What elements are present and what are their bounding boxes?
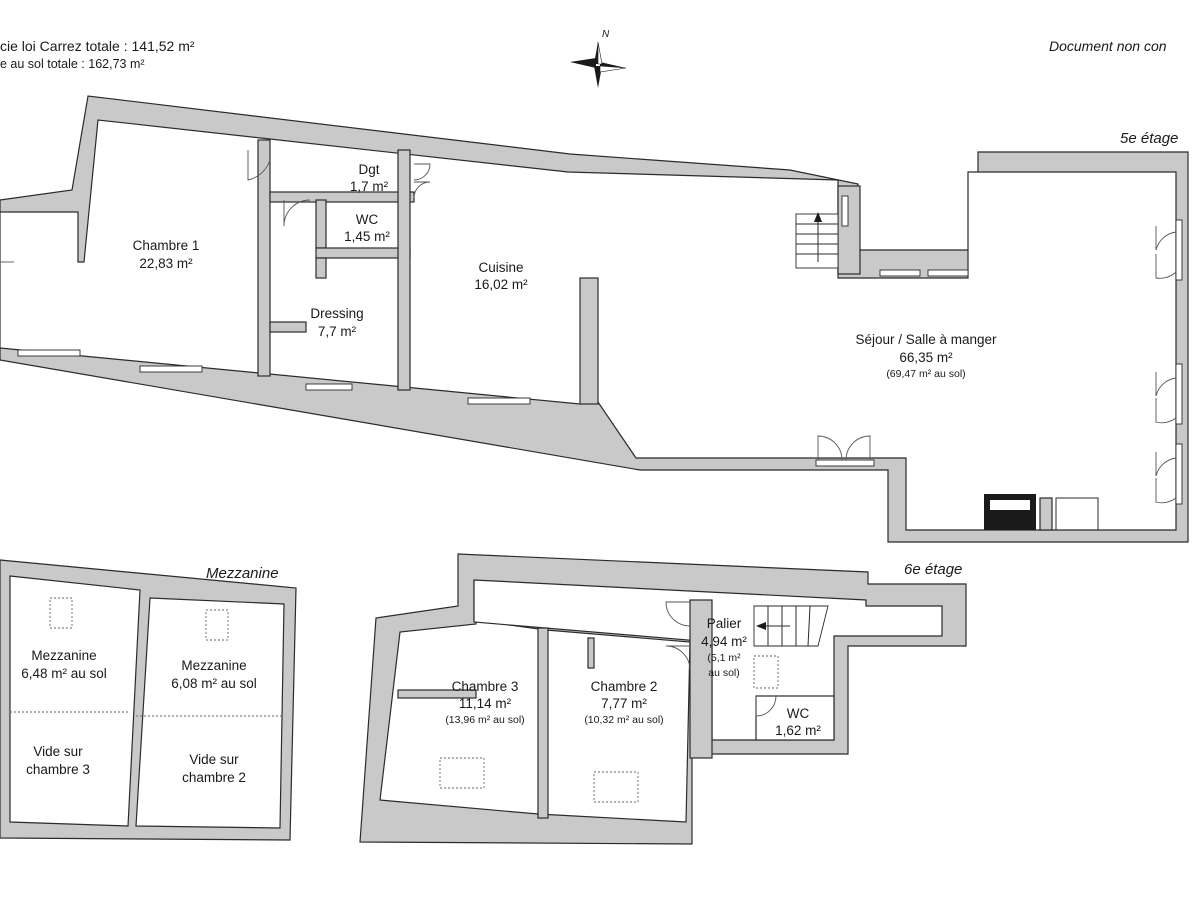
north-compass-icon: N (570, 29, 627, 88)
door (247, 150, 271, 181)
door (413, 163, 431, 181)
room-name-dressing: Dressing (310, 306, 363, 321)
room-area-chambre1: 22,83 m² (139, 256, 193, 271)
cupboard-5 (1055, 497, 1099, 531)
window (1175, 219, 1183, 281)
room-area-chambre2: 7,77 m² (601, 696, 647, 711)
door (1155, 254, 1177, 279)
room-name-sejour: Séjour / Salle à manger (855, 332, 997, 347)
window (305, 383, 353, 391)
mezz-left-room (9, 575, 141, 827)
door (755, 695, 777, 717)
door (817, 435, 843, 461)
floor-label-mezzanine: Mezzanine (206, 565, 279, 582)
window (1175, 363, 1183, 425)
vide-2-line1: Vide sur (189, 752, 239, 767)
wall-cuisine-pillar (579, 277, 599, 405)
wall-dressing-right (397, 149, 411, 391)
wall-wc-left (315, 199, 327, 249)
window (841, 195, 849, 227)
window (927, 269, 969, 277)
mezz-right-room (135, 597, 285, 829)
wall-dgt-bottom (269, 191, 415, 203)
room-area-cuisine: 16,02 m² (474, 277, 528, 292)
door (1155, 398, 1177, 424)
room-name-mezz-left: Mezzanine (31, 648, 96, 663)
window (879, 269, 921, 277)
room-area-mezz-right: 6,08 m² au sol (171, 676, 257, 691)
door (845, 435, 871, 461)
room-name-palier: Palier (707, 616, 742, 631)
sol-total: e au sol totale : 162,73 m² (0, 57, 145, 71)
vide-3-line1: Vide sur (33, 744, 83, 759)
wall-ch2-stub (587, 637, 595, 669)
room-name-cuisine: Cuisine (478, 260, 523, 275)
room-area-wc5: 1,45 m² (344, 229, 390, 244)
room-name-chambre3: Chambre 3 (452, 679, 519, 694)
room-name-wc6: WC (787, 706, 810, 721)
wall-palier (689, 599, 713, 759)
room-area-dgt: 1,7 m² (350, 179, 389, 194)
wall-dressing-left (269, 321, 307, 333)
skylight (49, 597, 73, 629)
door (665, 601, 691, 627)
disclaimer: Document non con (1049, 38, 1167, 54)
wall-wc-bottom (315, 247, 411, 259)
chambre2-room (537, 629, 691, 823)
north-label: N (602, 29, 610, 40)
wall-ch3-ch2 (537, 627, 549, 819)
room-name-dgt: Dgt (358, 162, 379, 177)
room-area-mezz-left: 6,48 m² au sol (21, 666, 107, 681)
window (139, 365, 203, 373)
door (1155, 452, 1177, 477)
vide-2-line2: chambre 2 (182, 770, 246, 785)
door (1155, 372, 1177, 397)
room-name-chambre1: Chambre 1 (133, 238, 200, 253)
door (1155, 478, 1177, 504)
stairs-5 (795, 212, 839, 269)
door (283, 199, 311, 227)
door (1155, 226, 1177, 251)
wall-dressing-top (315, 257, 327, 279)
door (665, 645, 691, 671)
skylight (439, 757, 485, 789)
room-sol-palier-1: (5,1 m² (707, 652, 741, 664)
window (17, 349, 81, 357)
window (815, 459, 875, 467)
room-name-mezz-right: Mezzanine (181, 658, 246, 673)
window (467, 397, 531, 405)
room-name-chambre2: Chambre 2 (591, 679, 658, 694)
floor-label-5: 5e étage (1120, 130, 1178, 147)
vide-3-line2: chambre 3 (26, 762, 90, 777)
room-area-dressing: 7,7 m² (318, 324, 357, 339)
carrez-total: cie loi Carrez totale : 141,52 m² (0, 38, 195, 54)
room-sol-palier-2: au sol) (708, 667, 740, 679)
wall-ch1-right (257, 139, 271, 377)
floor-label-6: 6e étage (904, 561, 962, 578)
fireplace-icon (984, 494, 1036, 530)
room-name-wc5: WC (356, 212, 379, 227)
room-area-chambre3: 11,14 m² (459, 696, 512, 711)
fifth-floor-plan: Chambre 1 22,83 m² Dgt 1,7 m² WC 1,45 m²… (0, 95, 1189, 543)
skylight (205, 609, 229, 641)
stairs-6 (753, 605, 829, 647)
wall-fireplace-side (1039, 497, 1053, 531)
room-area-sejour: 66,35 m² (899, 350, 953, 365)
wall-stair-side (837, 185, 861, 275)
wc6-room (755, 695, 835, 741)
room-sol-sejour: (69,47 m² au sol) (886, 368, 965, 380)
room-area-palier: 4,94 m² (701, 634, 747, 649)
door (413, 181, 431, 199)
room-area-wc6: 1,62 m² (775, 723, 821, 738)
wall-ch3-stub (397, 689, 477, 699)
room-sol-chambre2: (10,32 m² au sol) (584, 714, 663, 726)
sixth-floor-plan: Chambre 3 11,14 m² (13,96 m² au sol) Cha… (359, 553, 967, 845)
mezzanine-plan: Mezzanine 6,48 m² au sol Mezzanine 6,08 … (0, 559, 297, 841)
skylight (593, 771, 639, 803)
skylight (753, 655, 779, 689)
window (1175, 443, 1183, 505)
room-sol-chambre3: (13,96 m² au sol) (445, 714, 524, 726)
